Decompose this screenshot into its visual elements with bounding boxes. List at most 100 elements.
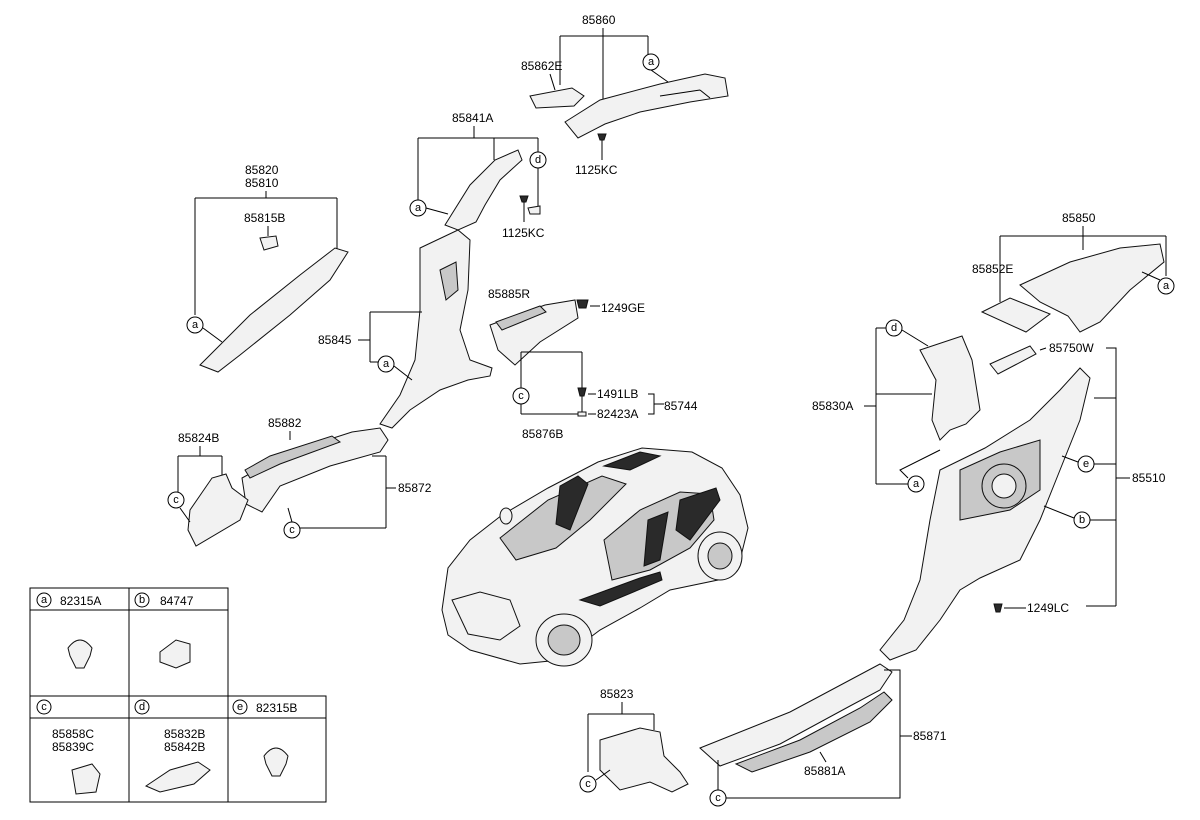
label-82423A: 82423A bbox=[597, 407, 638, 421]
legend-d-part-1: 85832B bbox=[164, 727, 205, 741]
screw-1125KC-top bbox=[597, 133, 607, 141]
screw-1249GE bbox=[576, 299, 589, 309]
legend-e-part: 82315B bbox=[256, 701, 297, 715]
leader-1249LC bbox=[1004, 605, 1116, 609]
part-85871-sill bbox=[699, 663, 893, 767]
legend-c-key: c bbox=[41, 701, 47, 713]
leader-85830A-mid bbox=[864, 393, 932, 407]
leader-a-85860 bbox=[650, 69, 669, 83]
label-1125KC-mid: 1125KC bbox=[502, 226, 545, 240]
part-85824B-bracket bbox=[187, 473, 249, 547]
leader-85860 bbox=[559, 28, 649, 100]
leader-e-85510 bbox=[1061, 455, 1116, 465]
callout-a-85830A bbox=[907, 475, 925, 493]
label-85876B: 85876B bbox=[522, 427, 563, 441]
label-85510: 85510 bbox=[1132, 471, 1166, 485]
label-85860: 85860 bbox=[582, 13, 616, 27]
label-85850: 85850 bbox=[1062, 211, 1096, 225]
callout-c-85823 bbox=[579, 775, 597, 793]
legend-a-part: 82315A bbox=[60, 594, 101, 608]
legend-c-circle bbox=[36, 699, 52, 715]
label-85824B: 85824B bbox=[178, 431, 219, 445]
part-85860-detail bbox=[659, 89, 711, 99]
leader-a-85850 bbox=[1141, 271, 1161, 281]
part-85885R-plate bbox=[495, 305, 547, 331]
legend-e-circle bbox=[232, 699, 248, 715]
group-85510: 85750W 85510 e b 1249LC bbox=[879, 341, 1166, 661]
legend-a-clip bbox=[67, 639, 93, 669]
callout-c-85876B bbox=[512, 387, 530, 405]
car-grille bbox=[451, 591, 521, 641]
callout-c-85876B-text: c bbox=[518, 390, 524, 402]
group-85823: 85823 c bbox=[579, 687, 689, 793]
leader-85872 bbox=[296, 455, 396, 529]
part-85885R-scuff bbox=[489, 299, 579, 366]
legend-table: a 82315A b 84747 c 85858C 85839C d 85832… bbox=[29, 587, 327, 803]
label-85810: 85810 bbox=[245, 176, 279, 190]
callout-c-85824B-text: c bbox=[173, 494, 179, 506]
clip-85815B bbox=[259, 235, 279, 251]
legend-b-clip bbox=[159, 639, 191, 669]
part-85852E-pad bbox=[980, 297, 1052, 333]
car-mirror bbox=[499, 507, 513, 525]
label-85872: 85872 bbox=[398, 481, 432, 495]
leader-c-85872 bbox=[287, 507, 293, 523]
part-85882-plate bbox=[244, 435, 342, 479]
part-85862E-pad bbox=[529, 87, 585, 109]
legend-c-part-1: 85858C bbox=[52, 727, 94, 741]
group-85872: 85882 85872 c bbox=[241, 416, 432, 539]
callout-d-85841A-text: d bbox=[535, 154, 541, 166]
legend-c-part-2: 85839C bbox=[52, 740, 94, 754]
callout-a-85850-text: a bbox=[1163, 280, 1170, 292]
clip-82423A bbox=[577, 411, 587, 417]
callout-a-85830A-text: a bbox=[913, 478, 920, 490]
label-85744: 85744 bbox=[664, 399, 698, 413]
leader-85820 bbox=[194, 191, 338, 315]
part-85510-speaker-cone bbox=[991, 473, 1017, 499]
leader-85824B bbox=[177, 446, 223, 492]
group-85845: 85845 a bbox=[318, 229, 493, 429]
group-85824B: 85824B c bbox=[167, 431, 249, 547]
legend-c-clip bbox=[71, 763, 101, 795]
leader-c-85823 bbox=[595, 769, 611, 781]
label-1249LC: 1249LC bbox=[1027, 601, 1069, 615]
car-sill-mark bbox=[578, 571, 663, 607]
label-85862E: 85862E bbox=[521, 59, 562, 73]
leader-b-85510 bbox=[1043, 505, 1116, 521]
callout-d-85830A-text: d bbox=[891, 322, 897, 334]
group-85820: 85820 85810 85815B a bbox=[186, 163, 349, 373]
group-85871: 85871 85881A c bbox=[699, 663, 947, 807]
leader-85823 bbox=[587, 702, 655, 772]
group-85850: 85850 85852E a bbox=[972, 211, 1175, 333]
leader-85881A bbox=[819, 751, 827, 763]
legend-d-clip bbox=[144, 761, 211, 793]
car-illustration bbox=[441, 447, 749, 667]
legend-b-circle bbox=[134, 592, 150, 608]
label-85841A: 85841A bbox=[452, 111, 493, 125]
group-85860: 85860 85862E a 1125KC bbox=[521, 13, 729, 177]
label-85885R: 85885R bbox=[488, 287, 530, 301]
legend-a-key: a bbox=[41, 594, 48, 606]
label-85845: 85845 bbox=[318, 333, 352, 347]
leader-a-85841A bbox=[425, 207, 449, 215]
group-85841A: 85841A a d 1125KC bbox=[409, 111, 547, 240]
screw-1249LC bbox=[993, 603, 1003, 613]
callout-a-85841A-text: a bbox=[415, 202, 422, 214]
label-1125KC-top: 1125KC bbox=[575, 163, 618, 177]
screw-1491LB bbox=[577, 387, 587, 397]
car-bpillar-mark bbox=[643, 511, 669, 567]
leader-a-85845 bbox=[393, 365, 413, 381]
car-rear-hub bbox=[707, 542, 733, 570]
part-85841A-pillar bbox=[444, 149, 523, 231]
callout-a-85820-text: a bbox=[192, 319, 199, 331]
part-85823-bracket bbox=[599, 727, 689, 793]
label-85830A: 85830A bbox=[812, 399, 853, 413]
label-85881A: 85881A bbox=[804, 764, 845, 778]
part-85750W-vent bbox=[989, 345, 1037, 375]
car-front-hub bbox=[547, 624, 581, 656]
callout-c-85872-text: c bbox=[289, 524, 295, 536]
group-85885R: 85885R 1249GE c 85876B 1491LB 82423A 857… bbox=[488, 287, 698, 441]
leader-85841A bbox=[417, 126, 539, 200]
leader-85862E bbox=[549, 73, 556, 91]
clip-d-85841A bbox=[527, 205, 541, 215]
